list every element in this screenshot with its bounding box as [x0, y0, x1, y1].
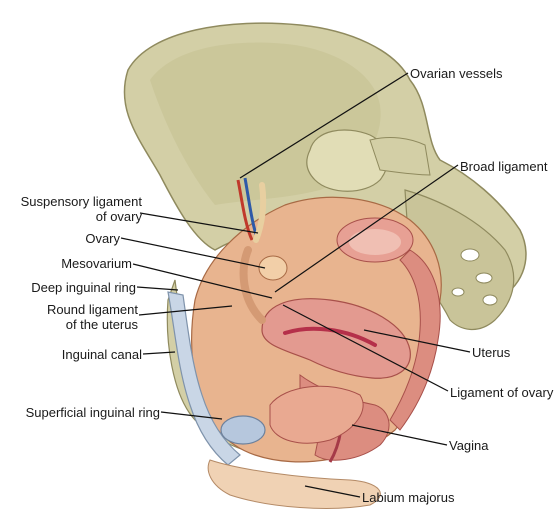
- leader-round-ligament: [138, 305, 233, 316]
- label-round-line1: Round ligament: [46, 302, 138, 317]
- leader-ovarian-vessels: [239, 72, 409, 179]
- ovary: [258, 255, 288, 281]
- label-deep-inguinal-ring: Deep inguinal ring: [31, 280, 136, 295]
- leader-ovary: [120, 237, 266, 269]
- label-labium-majorus: Labium majorus: [362, 490, 455, 505]
- label-inguinal-canal: Inguinal canal: [61, 347, 142, 362]
- ovarian-artery: [236, 179, 254, 241]
- label-suspensory-line2: of ovary: [95, 209, 142, 224]
- leader-uterus: [363, 329, 471, 353]
- leader-ligament-of-ovary: [282, 304, 449, 392]
- lumbar-vertebra: [306, 129, 431, 192]
- bladder-lumen: [349, 229, 401, 255]
- label-vagina: Vagina: [449, 438, 489, 453]
- rectum: [389, 249, 441, 431]
- uterus: [261, 298, 411, 379]
- leader-superficial-ring: [160, 411, 223, 420]
- label-ligament-of-ovary: Ligament of ovary: [450, 385, 554, 400]
- label-ovarian-vessels: Ovarian vessels: [410, 66, 503, 81]
- label-broad-ligament: Broad ligament: [460, 159, 548, 174]
- label-suspensory-line1: Suspensory ligament: [20, 194, 142, 209]
- leader-mesovarium: [132, 263, 273, 299]
- leader-suspensory: [139, 212, 259, 234]
- label-suspensory-ligament: Suspensory ligament of ovary: [0, 194, 142, 224]
- labium-majorus: [207, 459, 381, 509]
- label-superficial-inguinal-ring: Superficial inguinal ring: [25, 405, 160, 420]
- label-round-line2: of the uterus: [65, 317, 138, 332]
- inguinal-canal: [167, 291, 241, 466]
- label-mesovarium: Mesovarium: [61, 256, 132, 271]
- leader-deep-ring: [136, 286, 179, 291]
- label-uterus: Uterus: [472, 345, 511, 360]
- superficial-ring: [220, 415, 266, 445]
- uterine-tube: [239, 246, 266, 324]
- perineal-structures: [269, 385, 364, 444]
- suspensory-ligament-band: [253, 182, 267, 243]
- leader-vagina: [351, 424, 448, 446]
- leader-inguinal-canal: [142, 351, 176, 355]
- label-round-ligament: Round ligament of the uterus: [10, 302, 138, 332]
- leader-broad-ligament: [274, 164, 459, 293]
- sacral-foramina: [451, 248, 498, 306]
- uterine-cavity: [283, 326, 377, 347]
- leader-lines: [120, 72, 471, 498]
- label-ovary: Ovary: [85, 231, 120, 246]
- leader-labium: [304, 485, 361, 498]
